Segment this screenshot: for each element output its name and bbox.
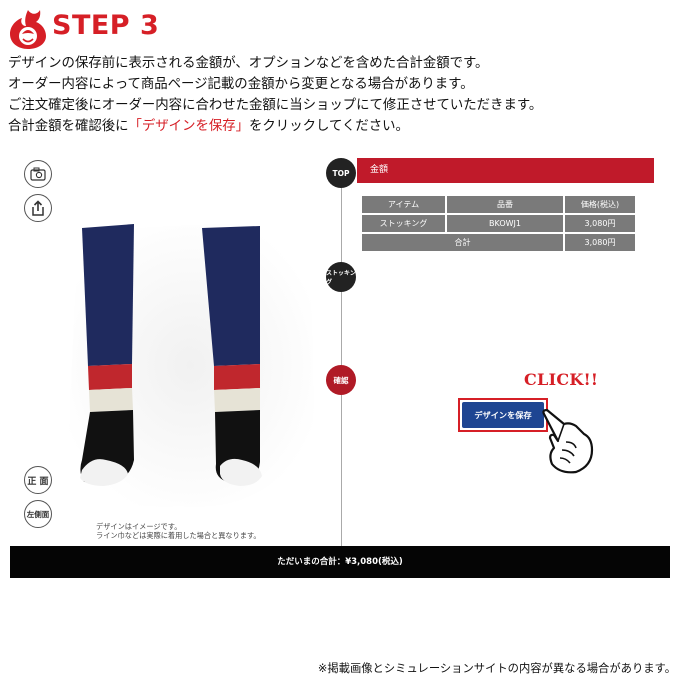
row-code: BKOWJ1 bbox=[447, 215, 563, 232]
instruction-line-4: 合計金額を確認後に「デザインを保存」をクリックしてください。 bbox=[8, 117, 409, 137]
step-confirm[interactable]: 確認 bbox=[326, 365, 356, 395]
total-bar: ただいまの合計：¥3,080(税込) bbox=[10, 546, 670, 578]
table-header-row: アイテム 品番 価格(税込) bbox=[362, 196, 635, 213]
instruction-line-3: ご注文確定後にオーダー内容に合わせた金額に当ショップにて修正させていただきます。 bbox=[8, 98, 543, 113]
sock-front bbox=[80, 224, 134, 486]
save-design-button[interactable]: デザインを保存 bbox=[462, 402, 544, 428]
pointing-hand-icon bbox=[542, 408, 594, 474]
preview-note-1: デザインはイメージです。 bbox=[96, 522, 182, 531]
row-price: 3,080円 bbox=[565, 215, 635, 232]
instruction-suffix: をクリックしてください。 bbox=[249, 119, 409, 134]
share-button[interactable] bbox=[24, 194, 52, 222]
step-top[interactable]: TOP bbox=[326, 158, 356, 188]
footnote: ※掲載画像とシミュレーションサイトの内容が異なる場合があります。 bbox=[317, 662, 676, 675]
click-callout: CLICK!! bbox=[524, 370, 599, 389]
front-view-button[interactable]: 正 面 bbox=[24, 466, 52, 494]
preview-note-2: ライン巾などは実際に着用した場合と異なります。 bbox=[96, 531, 261, 540]
price-header: 金額 bbox=[357, 158, 654, 183]
share-icon bbox=[32, 199, 44, 216]
instruction-highlight: 「デザインを保存」 bbox=[128, 119, 250, 134]
column-header-item: アイテム bbox=[362, 196, 445, 213]
column-header-price: 価格(税込) bbox=[565, 196, 635, 213]
total-value: 3,080円 bbox=[565, 234, 635, 251]
page-title: STEP 3 bbox=[52, 10, 160, 41]
instruction-line-2: オーダー内容によって商品ページ記載の金額から変更となる場合があります。 bbox=[8, 77, 474, 92]
total-row: 合計 3,080円 bbox=[362, 234, 635, 251]
instruction-line-1: デザインの保存前に表示される金額が、オプションなどを含めた合計金額です。 bbox=[8, 56, 489, 71]
step-stocking[interactable]: ストッキング bbox=[326, 262, 356, 292]
side-view-button[interactable]: 左側面 bbox=[24, 500, 52, 528]
table-row: ストッキング BKOWJ1 3,080円 bbox=[362, 215, 635, 232]
flame-logo-icon bbox=[10, 10, 46, 49]
total-label: 合計 bbox=[362, 234, 563, 251]
price-table: アイテム 品番 価格(税込) ストッキング BKOWJ1 3,080円 合計 3… bbox=[360, 194, 637, 253]
row-item: ストッキング bbox=[362, 215, 445, 232]
camera-button[interactable] bbox=[24, 160, 52, 188]
sock-side bbox=[202, 226, 262, 486]
instruction-prefix: 合計金額を確認後に bbox=[8, 119, 129, 134]
column-header-code: 品番 bbox=[447, 196, 563, 213]
step-divider bbox=[341, 158, 342, 546]
camera-icon bbox=[30, 167, 46, 181]
